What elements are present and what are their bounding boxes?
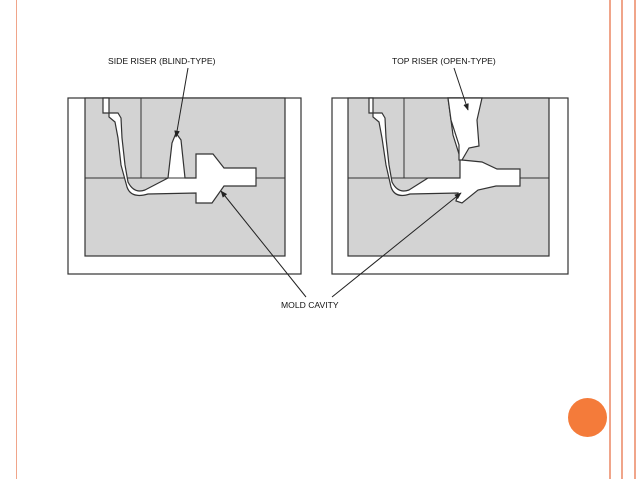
mold-cavity-shape — [102, 97, 257, 204]
left-border-decoration — [0, 0, 17, 479]
top-riser-shape — [447, 97, 483, 161]
side-riser-label: SIDE RISER (BLIND-TYPE) — [108, 56, 216, 66]
top-riser-label: TOP RISER (OPEN-TYPE) — [392, 56, 496, 66]
right-border-line — [621, 0, 623, 479]
right-border-decoration — [607, 0, 638, 479]
mold-cavity-arrow-left — [220, 190, 307, 298]
slide-accent-circle — [568, 398, 607, 437]
right-border-line — [634, 0, 636, 479]
side-riser-flask — [67, 97, 302, 275]
mold-cavity-arrow-right — [331, 192, 462, 298]
mold-cavity-label: MOLD CAVITY — [281, 300, 339, 310]
top-riser-arrow — [453, 67, 469, 111]
right-border-line — [609, 0, 611, 479]
mold-cavity-shape — [368, 97, 521, 204]
top-riser-flask — [331, 97, 569, 275]
side-riser-arrow — [174, 67, 189, 138]
